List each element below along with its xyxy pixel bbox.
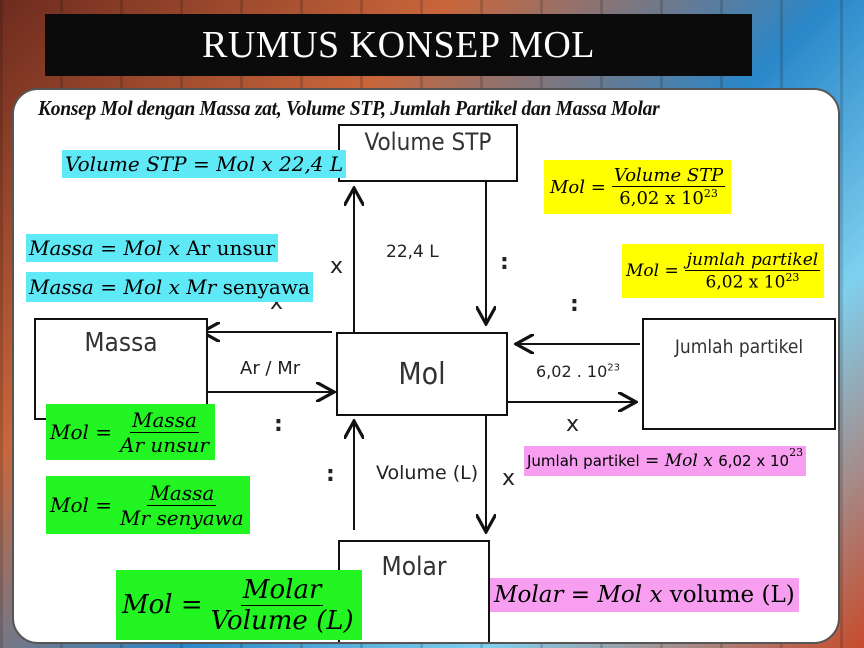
box-volume-stp: Volume STP: [338, 124, 518, 182]
times-right-bottom: x: [566, 412, 580, 437]
formula-massa-ar-rhs-it: Mol x: [123, 236, 180, 260]
formula-jumlah-partikel-lhs: Jumlah partikel: [527, 452, 640, 470]
formula-massa-mr-rhs-it: Mol x Mr: [123, 275, 217, 299]
divide-right-top: :: [570, 292, 579, 317]
formula-jumlah-partikel-exp: 23: [789, 446, 804, 459]
slide-title: RUMUS KONSEP MOL: [45, 14, 752, 76]
formula-molar-lhs: Molar: [494, 582, 564, 608]
fraction-den-exp: 23: [785, 270, 800, 284]
fraction-num: Volume STP: [611, 165, 726, 187]
divide-top-right: :: [500, 250, 509, 275]
formula-massa-ar-lhs: Massa: [29, 236, 94, 260]
fraction-den: 6,02 x 1023: [617, 187, 720, 209]
box-mol: Mol: [336, 332, 508, 416]
divide-left-bottom: :: [274, 412, 283, 437]
label-6-02-base: 6,02 . 10: [536, 362, 608, 381]
diagram-panel: Konsep Mol dengan Massa zat, Volume STP,…: [12, 88, 840, 644]
diagram-subtitle: Konsep Mol dengan Massa zat, Volume STP,…: [38, 96, 660, 120]
fraction-den: Mr senyawa: [120, 505, 244, 530]
box-massa-label: Massa: [84, 328, 158, 358]
box-jumlah-partikel: Jumlah partikel: [642, 318, 836, 430]
fraction-den: Ar unsur: [120, 432, 209, 457]
divide-bottom-left: :: [326, 462, 335, 487]
label-22-4-l: 22,4 L: [386, 242, 439, 262]
box-mol-label: Mol: [398, 356, 446, 392]
label-6-02-10: 6,02 . 1023: [536, 362, 620, 381]
formula-massa-mr: Massa = Mol x Mr senyawa: [26, 272, 313, 302]
times-top-left: x: [330, 254, 344, 279]
label-ar-mr: Ar / Mr: [240, 358, 301, 379]
box-volume-stp-label: Volume STP: [364, 128, 492, 156]
times-bottom-right: x: [502, 466, 516, 491]
fraction-num: Massa: [130, 407, 199, 433]
formula-mol-molar-lhs: Mol: [122, 590, 173, 620]
formula-massa-ar-rhs: Ar unsur: [186, 236, 276, 260]
formula-massa-mr-lhs: Massa: [29, 275, 94, 299]
formula-volume-stp-eq: =: [192, 152, 210, 176]
formula-mol-from-partikel-lhs: Mol: [626, 261, 660, 281]
formula-massa-mr-rhs: senyawa: [222, 275, 310, 299]
formula-mol-ar-lhs: Mol: [50, 420, 89, 444]
formula-mol-from-volume-lhs: Mol: [550, 176, 586, 198]
formula-mol-mr-lhs: Mol: [50, 493, 89, 517]
fraction-num: Massa: [147, 480, 217, 506]
fraction-num: Molar: [240, 574, 324, 606]
formula-volume-stp: Volume STP = Mol x 22,4 L: [62, 150, 347, 178]
formula-volume-stp-rhs: Mol x 22,4 L: [216, 152, 344, 176]
formula-volume-stp-lhs: Volume STP: [65, 152, 187, 176]
fraction-den: Volume (L): [210, 605, 354, 636]
fraction-den-base: 6,02 x 10: [705, 272, 786, 293]
box-molar: Molar: [338, 540, 490, 642]
formula-massa-ar: Massa = Mol x Ar unsur: [26, 234, 279, 262]
arrows-layer: [14, 152, 640, 642]
formula-jumlah-partikel-rhs: 6,02 x 10: [718, 452, 790, 470]
fraction-den-exp: 23: [703, 187, 718, 200]
formula-molar-rhs: volume (L): [669, 582, 795, 608]
label-6-02-exp: 23: [607, 362, 620, 374]
box-molar-label: Molar: [381, 552, 447, 582]
label-volume-l: Volume (L): [376, 462, 479, 484]
fraction-den: 6,02 x 1023: [704, 271, 802, 293]
fraction-den-base: 6,02 x 10: [619, 188, 704, 209]
formula-jumlah-partikel-rhs-it: Mol x: [664, 451, 713, 471]
fraction-num: jumlah partikel: [684, 249, 821, 271]
formula-molar: Molar = Mol x volume (L): [490, 578, 799, 612]
box-jumlah-partikel-label: Jumlah partikel: [674, 336, 804, 358]
formula-molar-rhs-it: Mol x: [597, 582, 663, 608]
box-massa: Massa: [34, 318, 208, 420]
